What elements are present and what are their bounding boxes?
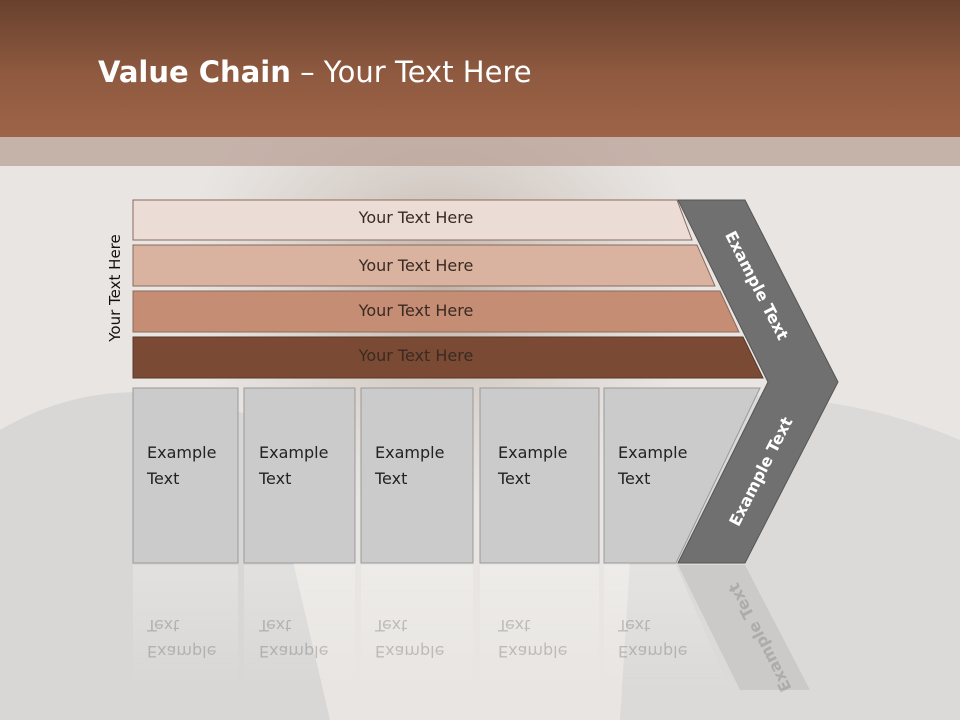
row-label-2: Your Text Here (358, 256, 474, 275)
column-box-2[interactable] (243, 387, 356, 564)
row-bar-2[interactable] (132, 244, 716, 287)
title-rest: – Your Text Here (290, 55, 532, 89)
column-box-1[interactable] (132, 387, 239, 564)
header-bar (0, 0, 960, 137)
row-label-3: Your Text Here (358, 301, 474, 320)
page-title: Value Chain – Your Text Here (98, 55, 532, 89)
title-bold: Value Chain (98, 55, 291, 89)
row-label-1: Your Text Here (358, 208, 474, 227)
reflection (133, 565, 810, 690)
row-label-4: Your Text Here (358, 346, 474, 365)
column-box-4[interactable] (479, 387, 600, 564)
column-box-3[interactable] (360, 387, 474, 564)
chevron-shape[interactable] (677, 199, 839, 564)
column-box-5[interactable] (603, 387, 761, 564)
row-bar-4[interactable] (132, 336, 764, 379)
header-band (0, 137, 960, 166)
row-bar-3[interactable] (132, 290, 740, 333)
row-bar-1[interactable] (132, 199, 693, 241)
